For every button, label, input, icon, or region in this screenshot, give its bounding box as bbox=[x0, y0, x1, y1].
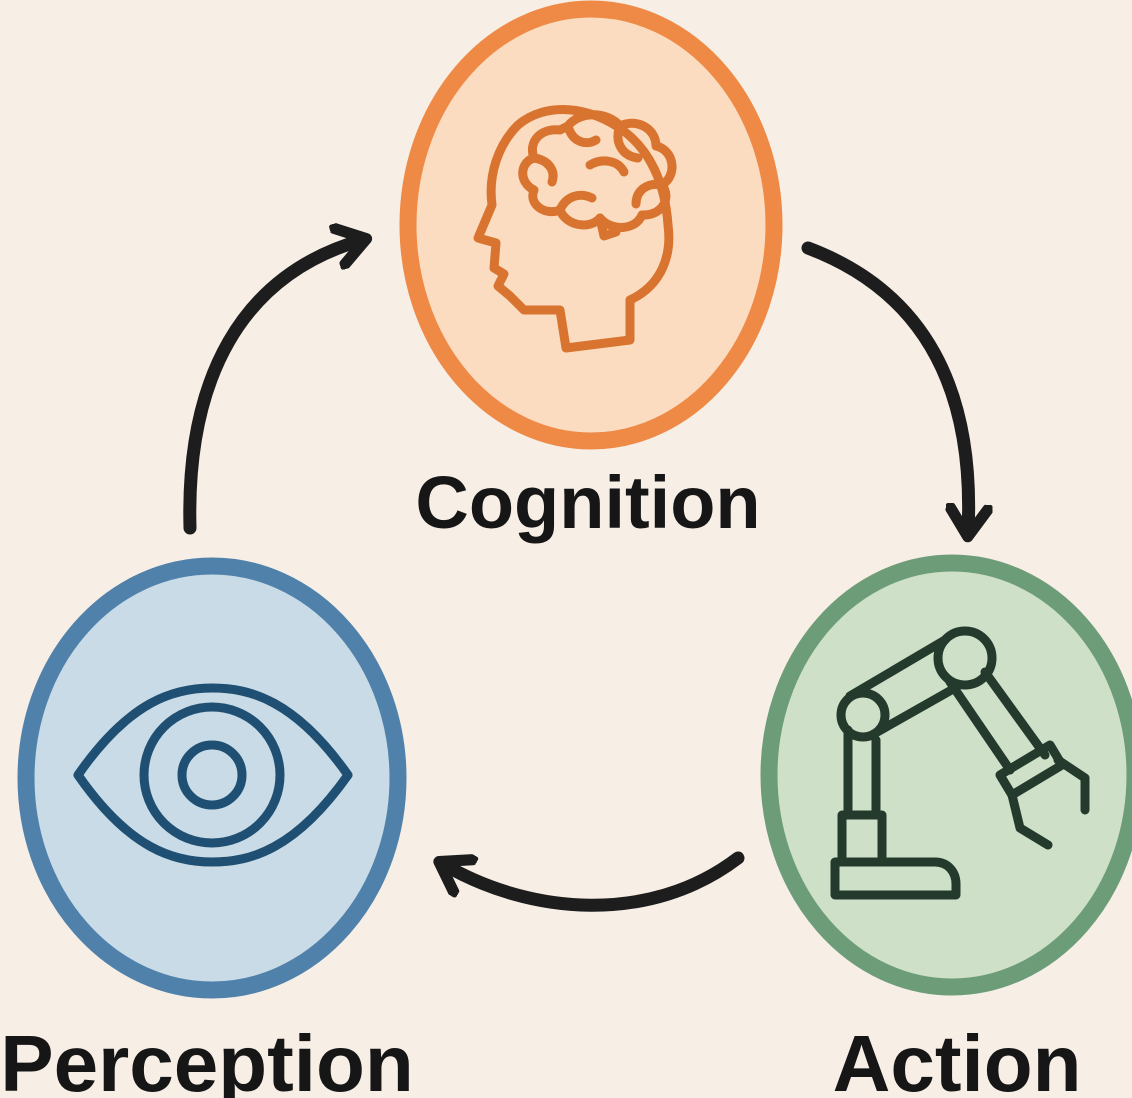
eye-icon bbox=[73, 683, 353, 867]
perception-node bbox=[17, 557, 407, 999]
arrow-perception-to-cognition bbox=[183, 240, 362, 535]
action-label: Action bbox=[832, 1019, 1082, 1098]
action-node bbox=[760, 554, 1132, 996]
cognition-node bbox=[399, 0, 783, 450]
action-circle bbox=[760, 554, 1132, 996]
arrow-action-to-perception bbox=[443, 851, 745, 912]
brain-head-icon bbox=[473, 105, 677, 353]
arrow-cognition-to-action bbox=[801, 241, 969, 532]
perception-label: Perception bbox=[0, 1019, 414, 1098]
cognition-label: Cognition bbox=[415, 461, 761, 544]
perception-circle bbox=[17, 557, 407, 999]
robot-arm-icon bbox=[830, 626, 1090, 900]
